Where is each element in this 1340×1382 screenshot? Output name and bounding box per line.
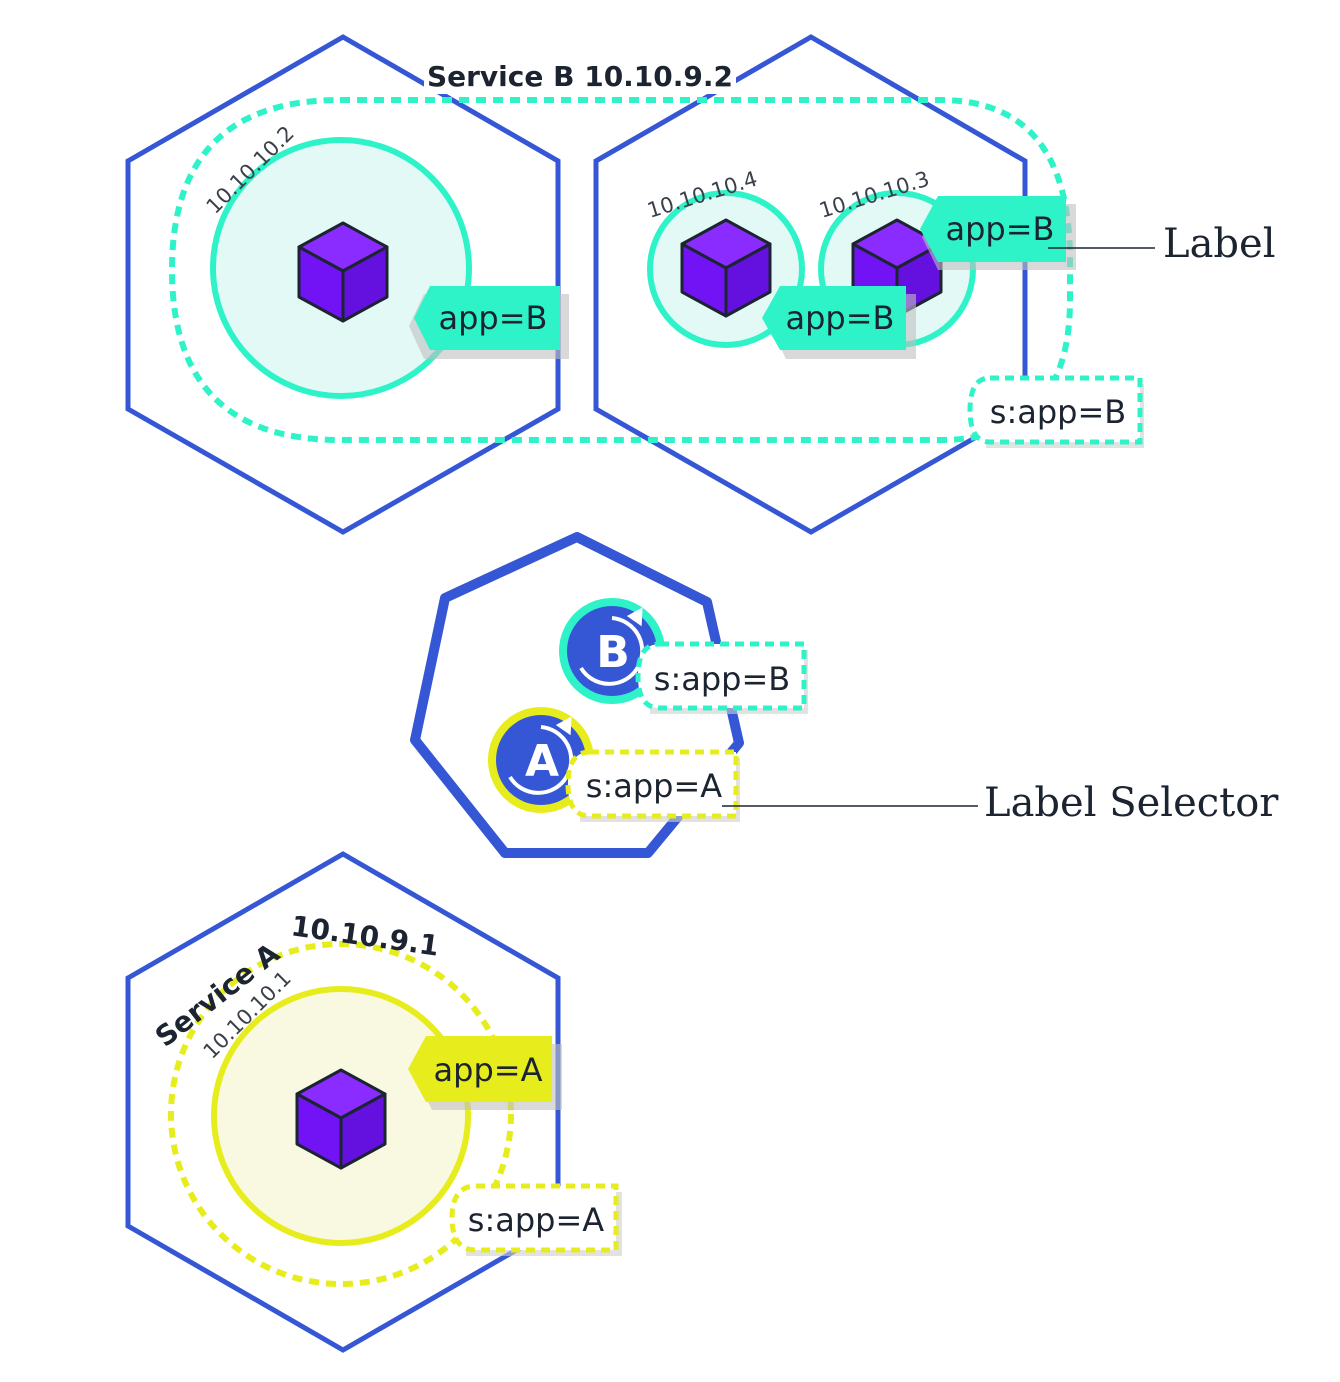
- refresh-arrow-icon: [579, 616, 645, 686]
- refresh-arrow-head: [626, 607, 643, 627]
- selector-tag-b: [967, 375, 1143, 445]
- refresh-arrow-head: [555, 716, 572, 736]
- service-b-boundary: [168, 97, 1073, 443]
- node-hexagon-2: [593, 34, 1028, 535]
- node-hexagon-1: [125, 34, 561, 535]
- label-text-2: app=B: [786, 299, 895, 337]
- master-selector-a: [565, 749, 739, 819]
- service-badge-a-letter: A: [525, 736, 559, 787]
- label-text-3: app=B: [946, 210, 1055, 248]
- label-callout: Label: [1163, 221, 1275, 267]
- service-b-title-bg: [424, 58, 736, 94]
- label-tag-4: [408, 1036, 552, 1102]
- label-selector-callout: Label Selector: [984, 780, 1279, 826]
- label-text-4: app=A: [434, 1051, 543, 1089]
- label-tag-2: [762, 286, 906, 350]
- master-selector-b: [635, 641, 807, 711]
- master-node: [410, 532, 744, 858]
- node-hexagon-3: [125, 851, 561, 1353]
- service-a-ip: 10.10.9.1: [289, 909, 441, 962]
- service-badge-b-letter: B: [596, 627, 630, 678]
- label-text-1: app=B: [439, 299, 548, 337]
- service-a-boundary: [168, 941, 514, 1287]
- selector-tag-a: [449, 1183, 619, 1253]
- label-tag-3: [920, 196, 1066, 262]
- selector-text-a: s:app=A: [468, 1201, 605, 1239]
- label-tag-1: [414, 286, 560, 350]
- service-b-title: Service B 10.10.9.2: [427, 60, 733, 93]
- selector-text-b: s:app=B: [990, 393, 1126, 431]
- master-selector-b-text: s:app=B: [654, 660, 790, 698]
- master-selector-a-text: s:app=A: [586, 767, 723, 805]
